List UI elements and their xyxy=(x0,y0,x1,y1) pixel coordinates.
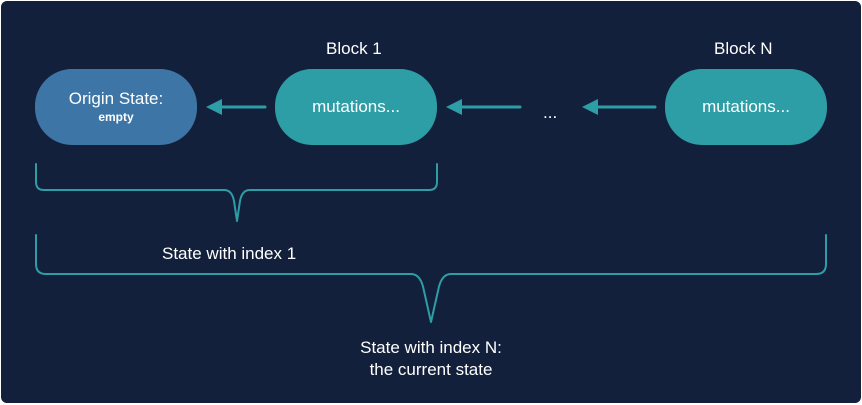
block-n-node: mutations... xyxy=(665,69,827,145)
brace-state-n xyxy=(35,234,827,323)
block-n-text: mutations... xyxy=(702,97,790,116)
state-n-label: State with index N: the current state xyxy=(331,337,531,381)
origin-state-title: Origin State: xyxy=(68,89,164,108)
brace-state-1 xyxy=(35,163,438,222)
state-n-label-line2: the current state xyxy=(369,360,493,379)
origin-state-node: Origin State: empty xyxy=(35,69,197,145)
block-1-text: mutations... xyxy=(312,97,400,116)
state-1-label: State with index 1 xyxy=(162,244,297,263)
arrowhead-block1 xyxy=(446,99,462,115)
origin-state-subtitle: empty xyxy=(98,110,134,124)
ellipsis: ... xyxy=(543,103,558,122)
block-1-node: mutations... xyxy=(275,69,437,145)
arrowhead-origin xyxy=(206,99,222,115)
block-n-label: Block N xyxy=(714,39,773,58)
state-n-label-line1: State with index N: xyxy=(360,338,502,357)
arrowhead-ellipsis xyxy=(582,99,598,115)
block-1-label: Block 1 xyxy=(326,39,382,58)
